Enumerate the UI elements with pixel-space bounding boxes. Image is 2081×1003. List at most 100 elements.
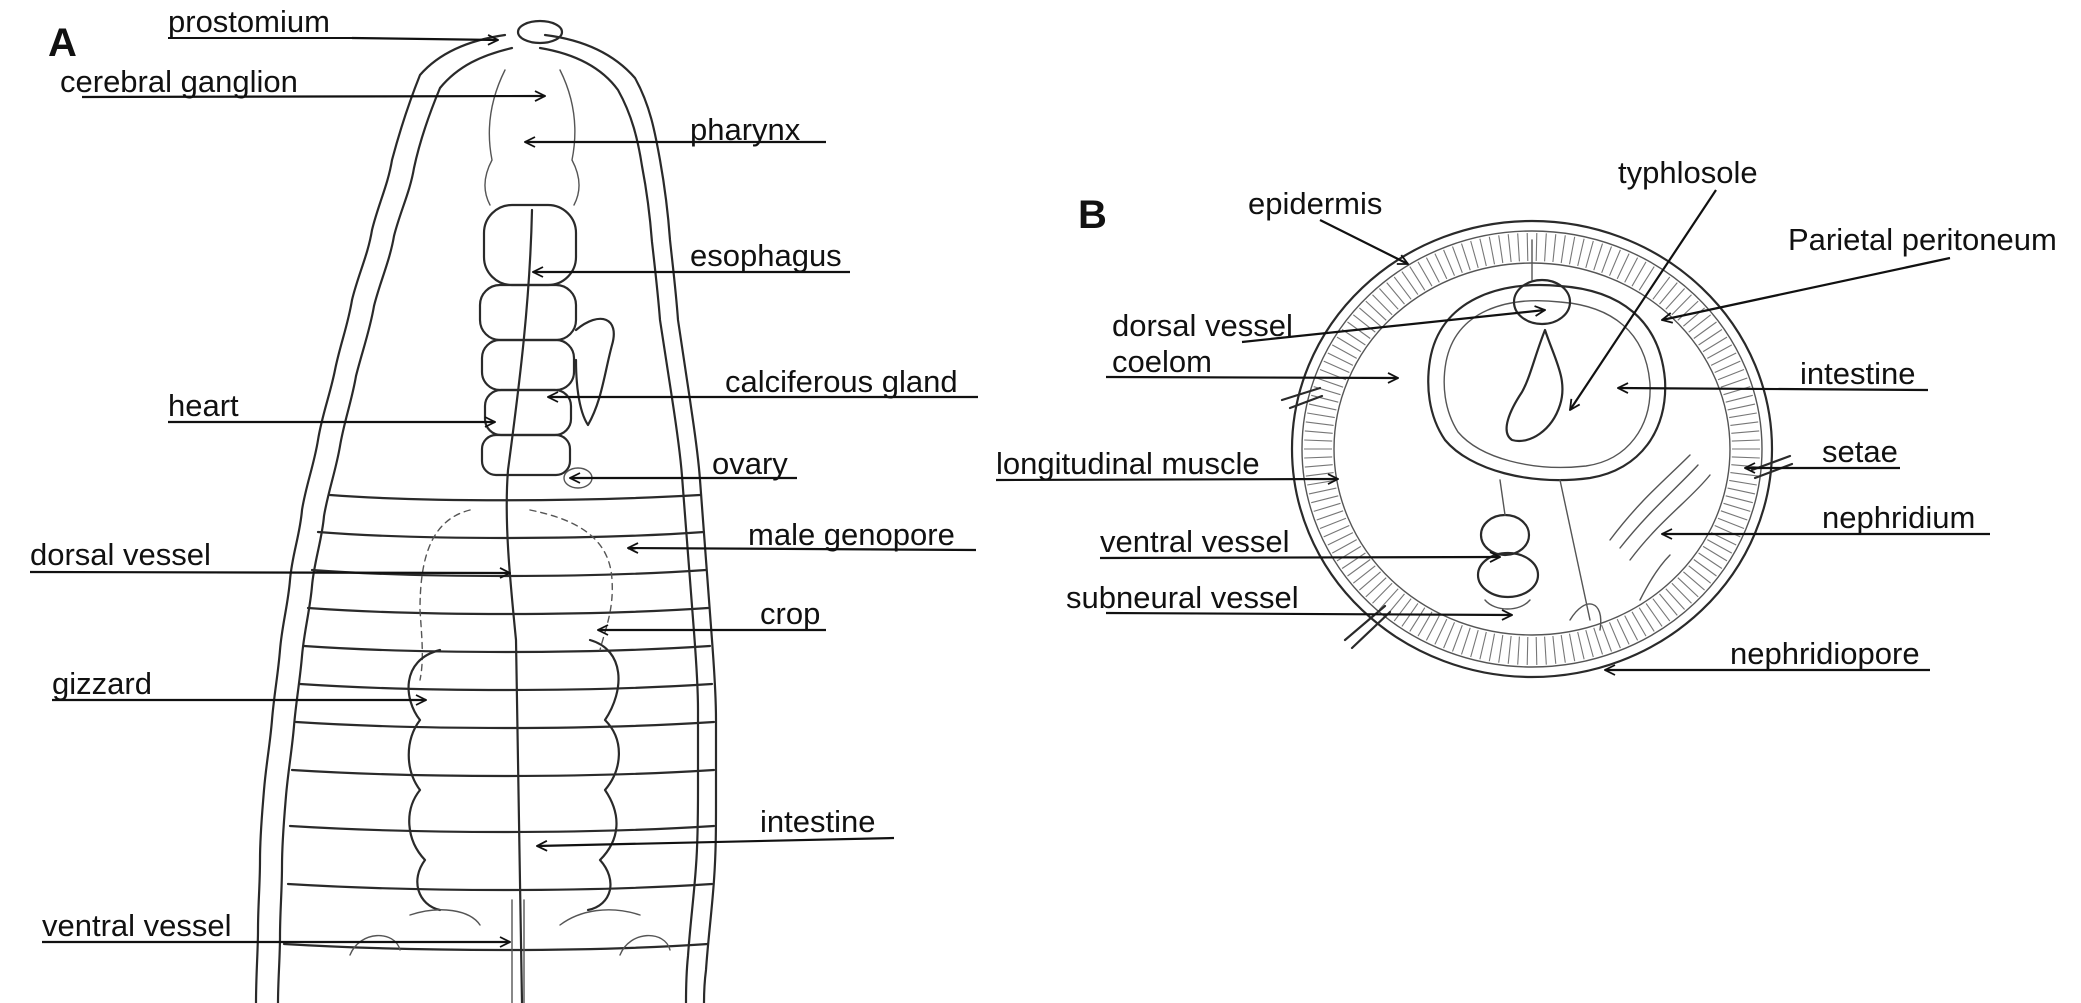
muscle-hatch-line (1608, 622, 1621, 649)
typhlosole-outline (1505, 328, 1564, 443)
label-male-genopore: male genopore (748, 517, 955, 552)
muscle-hatch-line (1717, 517, 1745, 530)
muscle-hatch-line (1683, 571, 1705, 591)
muscle-hatch-line (1616, 618, 1630, 645)
muscle-hatch-line (1568, 633, 1576, 662)
muscle-hatch-line (1341, 552, 1366, 569)
muscle-hatch-line (1665, 588, 1686, 610)
muscle-hatch-line (1479, 631, 1487, 660)
muscle-hatch-line (1707, 344, 1733, 359)
muscle-hatch-line (1593, 243, 1604, 271)
muscle-hatch-line (1470, 240, 1479, 269)
muscle-hatch-line (1460, 243, 1471, 271)
muscle-hatch-line (1720, 510, 1748, 521)
muscle-hatch-line (1311, 394, 1339, 403)
label-parietal-peritoneum: Parietal peritoneum (1788, 222, 2057, 257)
label-nephridium: nephridium (1822, 500, 1975, 535)
muscle-hatch-line (1693, 559, 1717, 577)
label-coelom: coelom (1112, 344, 1212, 379)
muscle-hatch-line (1460, 627, 1471, 655)
muscle-hatch-line (1393, 276, 1412, 300)
label-heart: heart (168, 388, 239, 423)
label-ventral-vessel-b: ventral vessel (1100, 524, 1290, 559)
muscle-hatch-line (1702, 545, 1728, 562)
muscle-hatch-line (1365, 577, 1387, 598)
muscle-hatch-line (1560, 634, 1566, 663)
muscle-hatch-line (1638, 266, 1655, 291)
muscle-hatch-line (1725, 495, 1753, 504)
muscle-hatch-line (1731, 456, 1760, 459)
label-calciferous-gland: calciferous gland (725, 364, 958, 399)
muscle-hatch-line (1308, 403, 1337, 411)
muscle-hatch-line (1327, 352, 1354, 366)
muscle-hatch-line (1723, 502, 1751, 512)
muscle-hatch-line (1730, 472, 1759, 477)
muscle-hatch-line (1352, 565, 1376, 584)
panel-b-letter: B (1078, 193, 1107, 237)
label-prostomium: prostomium (168, 4, 330, 39)
muscle-hatch-line (1659, 593, 1678, 616)
nephridium-loops (1609, 454, 1711, 601)
muscle-hatch-line (1693, 321, 1717, 339)
muscle-hatch-line (1316, 377, 1344, 388)
muscle-hatch-line (1311, 495, 1339, 504)
muscle-hatch-line (1671, 582, 1692, 604)
muscle-hatch-line (1729, 412, 1757, 419)
muscle-hatch-line (1517, 636, 1520, 665)
muscle-hatch-line (1336, 336, 1362, 353)
prostomium-lobe (516, 19, 564, 45)
ventral-vessel-line (511, 899, 525, 1003)
muscle-hatch-line (1714, 360, 1741, 374)
muscle-hatch-line (1677, 300, 1699, 321)
muscle-hatch-line (1507, 635, 1512, 664)
gizzard-intestine-outline (407, 638, 620, 912)
calciferous-gland-outline (574, 317, 615, 427)
muscle-hatch-line (1730, 421, 1759, 426)
panel-b: B (995, 155, 2057, 679)
label-intestine-b: intestine (1800, 356, 1915, 391)
muscle-hatch-line (1307, 479, 1335, 486)
muscle-hatch-line (1720, 377, 1748, 388)
muscle-hatch-line (1710, 352, 1737, 366)
muscle-hatch-line (1645, 603, 1663, 627)
worm-right-wall-inner (538, 46, 700, 1003)
label-intestine-a: intestine (760, 804, 875, 839)
muscle-hatch-line (1729, 479, 1757, 486)
muscle-hatch-line (1409, 266, 1426, 291)
muscle-hatch-line (1425, 615, 1440, 641)
muscle-hatch-line (1443, 249, 1456, 276)
panel-b-labels: typhlosole epidermis Parietal peritoneum… (995, 155, 2057, 671)
label-subneural-vessel: subneural vessel (1066, 580, 1299, 615)
muscle-hatch-line (1479, 238, 1487, 267)
muscle-hatch-line (1624, 615, 1639, 641)
muscle-hatch-line (1577, 238, 1585, 267)
muscle-hatch-line (1717, 368, 1745, 381)
panel-a-letter: A (48, 21, 77, 65)
muscle-hatch-line (1714, 524, 1741, 538)
label-dorsal-vessel-b: dorsal vessel (1112, 308, 1293, 343)
muscle-hatch-line (1359, 571, 1381, 591)
muscle-hatch-line (1601, 625, 1613, 652)
muscle-hatch-line (1409, 607, 1426, 632)
muscle-hatch-line (1707, 539, 1733, 554)
muscle-hatch-line (1331, 539, 1357, 554)
muscle-hatch-line (1552, 635, 1557, 664)
muscle-hatch-line (1304, 456, 1333, 459)
cross-section-drawing (1280, 219, 1794, 679)
muscle-hatch-line (1378, 588, 1399, 610)
muscle-hatch-line (1378, 288, 1399, 310)
muscle-hatch-line (1659, 282, 1678, 305)
muscle-hatch-line (1727, 487, 1756, 495)
worm-left-wall-inner (276, 46, 514, 1003)
muscle-hatch-line (1488, 236, 1496, 265)
muscle-hatch-line (1593, 627, 1604, 655)
muscle-hatch-line (1544, 233, 1547, 262)
muscle-hatch-line (1307, 412, 1335, 419)
muscle-hatch-line (1535, 636, 1538, 666)
setae-marks (1280, 386, 1794, 650)
label-cerebral-ganglion: cerebral ganglion (60, 64, 298, 99)
panel-a-labels: prostomium cerebral ganglion pharynx eso… (29, 4, 978, 943)
muscle-hatch-line (1313, 502, 1341, 512)
label-nephridiopore: nephridiopore (1730, 636, 1920, 671)
muscle-hatch-line (1331, 344, 1357, 359)
